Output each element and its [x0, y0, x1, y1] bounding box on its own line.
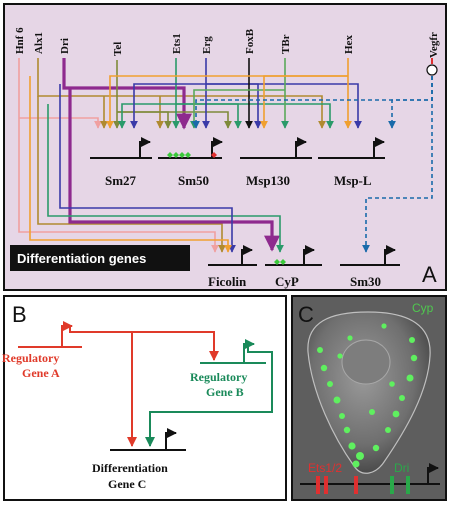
promoter-arrow-icon — [427, 463, 439, 484]
regulator-tel: Tel — [112, 42, 124, 56]
cyp-positive-cells — [317, 323, 418, 468]
regulator-ets1: Ets1 — [171, 33, 183, 54]
ets-site-label: Ets1/2 — [308, 461, 342, 475]
differentiation-genes-box — [10, 245, 190, 271]
gene-msp130: Msp130 — [246, 173, 290, 188]
dri-sites — [390, 476, 410, 494]
regulator-vegfr: Vegfr — [428, 32, 440, 58]
regulator-foxb: FoxB — [244, 28, 256, 54]
differentiation-genes-label: Differentiation genes — [17, 251, 146, 266]
gene-sm30: Sm30 — [350, 274, 381, 289]
panel-b: B Regulatory Gene A Regulatory Gene B Di… — [2, 295, 287, 501]
panel-a-frame — [3, 3, 447, 291]
embryo-image — [307, 311, 431, 474]
dri-site-label: Dri — [394, 461, 409, 475]
vegfr-receptor-icon — [426, 64, 438, 76]
regulator-hex: Hex — [343, 35, 355, 54]
panel-a-label: A — [422, 262, 437, 287]
gene-sm27: Sm27 — [105, 173, 137, 188]
regulatory-network — [18, 58, 433, 253]
panel-b-frame — [3, 295, 287, 501]
cyp-stain-label: Cyp — [412, 301, 434, 315]
binding-sites — [167, 152, 286, 265]
embryo-gut — [341, 339, 391, 385]
gene-cyp: CyP — [275, 274, 299, 289]
regulator-erg: Erg — [201, 36, 213, 54]
regulator-tbr: TBr — [280, 34, 292, 54]
panel-c-label: C — [298, 302, 314, 327]
gene-b-line1: Regulatory — [190, 370, 247, 384]
panel-a: Hnf 6 Alx1 Dri Tel Ets1 Erg FoxB TBr Hex… — [3, 3, 447, 291]
gene-c-line2: Gene C — [108, 477, 146, 491]
panel-b-label: B — [12, 302, 27, 327]
regulator-dri: Dri — [59, 38, 71, 54]
gene-ficolin: Ficolin — [208, 274, 247, 289]
regulator-hnf6: Hnf 6 — [14, 27, 26, 54]
cascade-wires — [18, 321, 273, 451]
gene-b-line2: Gene B — [206, 385, 244, 399]
ets-sites — [316, 476, 358, 494]
gene-a-line1: Regulatory — [2, 351, 59, 365]
gene-msp-l: Msp-L — [334, 173, 372, 188]
gene-models — [90, 137, 400, 266]
gene-c-line1: Differentiation — [92, 461, 168, 475]
gene-a-line2: Gene A — [22, 366, 60, 380]
regulator-alx1: Alx1 — [33, 32, 45, 54]
gene-sm50: Sm50 — [178, 173, 209, 188]
panel-c: Cyp C Ets1/2 Dri — [291, 295, 447, 501]
